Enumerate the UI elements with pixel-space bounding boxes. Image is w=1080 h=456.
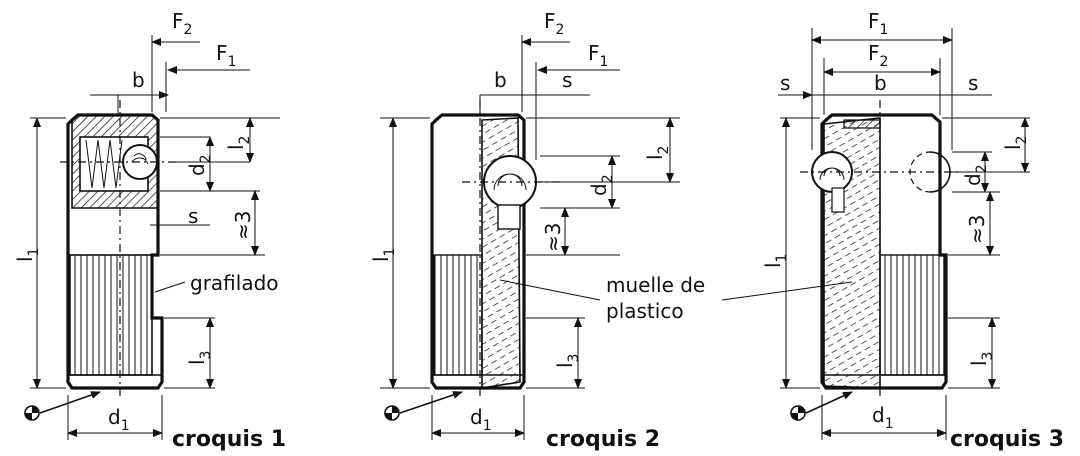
sketch-1-s-label: s: [188, 204, 198, 228]
sketch-3-l2-label: l2: [1001, 136, 1030, 150]
sketch-2-d1-label: d1: [470, 405, 492, 434]
sketch-2-note-line1: muelle de: [606, 273, 705, 297]
sketch-3-b-label: b: [874, 71, 887, 95]
sketch-3-s-right-label: s: [968, 71, 978, 95]
sketch-1-d1-label: d1: [108, 405, 130, 434]
sketch-1-d2-label: d2: [185, 154, 214, 176]
sketch-2-dimensions: [380, 35, 680, 440]
sketch-3-body: [800, 100, 960, 400]
sketch-1-b-label: b: [132, 68, 145, 92]
sketch-2-approx3-label: ≈3: [541, 223, 565, 252]
sketch-1-l1-label: l1: [13, 248, 42, 262]
sketch-2-b-label: b: [494, 68, 507, 92]
sketch-2-d2-label: d2: [587, 174, 616, 196]
sketch-3-F1-label: F1: [868, 9, 888, 38]
sketch-1-caption: croquis 1: [172, 427, 286, 452]
sketch-3-l1-label: l1: [761, 254, 790, 268]
sketch-3-caption: croquis 3: [950, 427, 1064, 452]
sketch-2-caption: croquis 2: [546, 427, 660, 452]
sketch-3-d2-label: d2: [961, 164, 990, 186]
sketch-3-approx3-label: ≈3: [965, 215, 989, 244]
sketch-1-l3-label: l3: [185, 351, 214, 365]
sketch-3-d1-label: d1: [872, 403, 894, 432]
sketch-1: F2 F1 b s l1 l2 d2 ≈3 l3 d1 grafilado cr…: [13, 9, 286, 452]
sketch-3-F2-label: F2: [868, 41, 888, 70]
sketch-1-body: [60, 100, 180, 400]
sketch-2-F2-label: F2: [544, 9, 564, 38]
sketch-1-dimensions: [24, 35, 280, 440]
sketch-2-l3-label: l3: [553, 354, 582, 368]
sketch-2-note-line2: plastico: [606, 299, 684, 323]
sketch-2-body: [430, 100, 560, 400]
sketch-1-note: grafilado: [190, 271, 279, 295]
sketch-3-s-left-label: s: [780, 71, 790, 95]
sketch-3-l3-label: l3: [967, 352, 996, 366]
sketch-2-l2-label: l2: [643, 146, 672, 160]
sketch-1-l2-label: l2: [224, 136, 253, 150]
sketch-2: F2 F1 b s l1 l2 d2 ≈3 l3 d1 muelle de pl…: [369, 9, 705, 452]
sketch-1-F1-label: F1: [216, 41, 236, 70]
sketch-2-l1-label: l1: [369, 248, 398, 262]
sketch-1-approx3-label: ≈3: [231, 211, 255, 240]
sketch-2-s-label: s: [562, 68, 572, 92]
sketch-2-F1-label: F1: [588, 41, 608, 70]
sketch-3-dimensions: [721, 28, 1030, 440]
sketch-1-F2-label: F2: [172, 9, 192, 38]
sketch-3: F1 F2 b s s l1 l2 d2 ≈3 l3 d1 croquis 3: [721, 9, 1064, 452]
